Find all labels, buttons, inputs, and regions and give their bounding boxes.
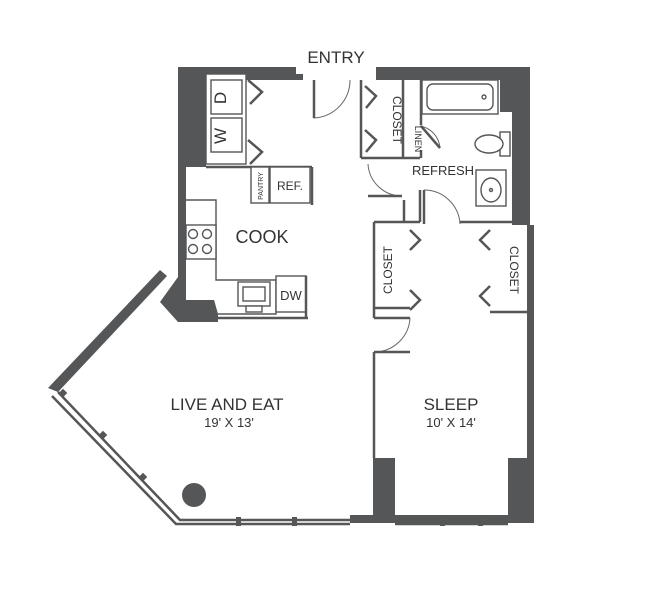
dw-label: DW xyxy=(280,288,302,303)
dryer-label: D xyxy=(211,92,230,104)
live-eat-label: LIVE AND EAT xyxy=(170,395,283,414)
linen-label: LINEN xyxy=(413,126,423,153)
windows xyxy=(51,388,508,526)
closet-left-label: CLOSET xyxy=(381,245,395,294)
closet-right-label: CLOSET xyxy=(507,246,521,295)
ref-label: REF. xyxy=(277,179,303,193)
fixtures xyxy=(185,73,511,313)
sleep-dims: 10' X 14' xyxy=(426,415,476,430)
entry-label: ENTRY xyxy=(307,48,364,67)
pantry-label: PANTRY xyxy=(258,172,265,200)
washer-label: W xyxy=(211,128,230,144)
cook-label: COOK xyxy=(235,227,288,247)
refresh-label: REFRESH xyxy=(412,163,474,178)
live-eat-dims: 19' X 13' xyxy=(204,415,254,430)
closet-entry-label: CLOSET xyxy=(390,96,404,145)
room-labels: ENTRY CLOSET LINEN REFRESH PANTRY REF. C… xyxy=(170,48,521,430)
door-swings xyxy=(312,79,461,354)
washer xyxy=(210,117,243,153)
dryer xyxy=(210,79,243,115)
bifold-doors xyxy=(247,79,491,311)
sleep-label: SLEEP xyxy=(424,395,479,414)
toilet xyxy=(474,131,511,157)
